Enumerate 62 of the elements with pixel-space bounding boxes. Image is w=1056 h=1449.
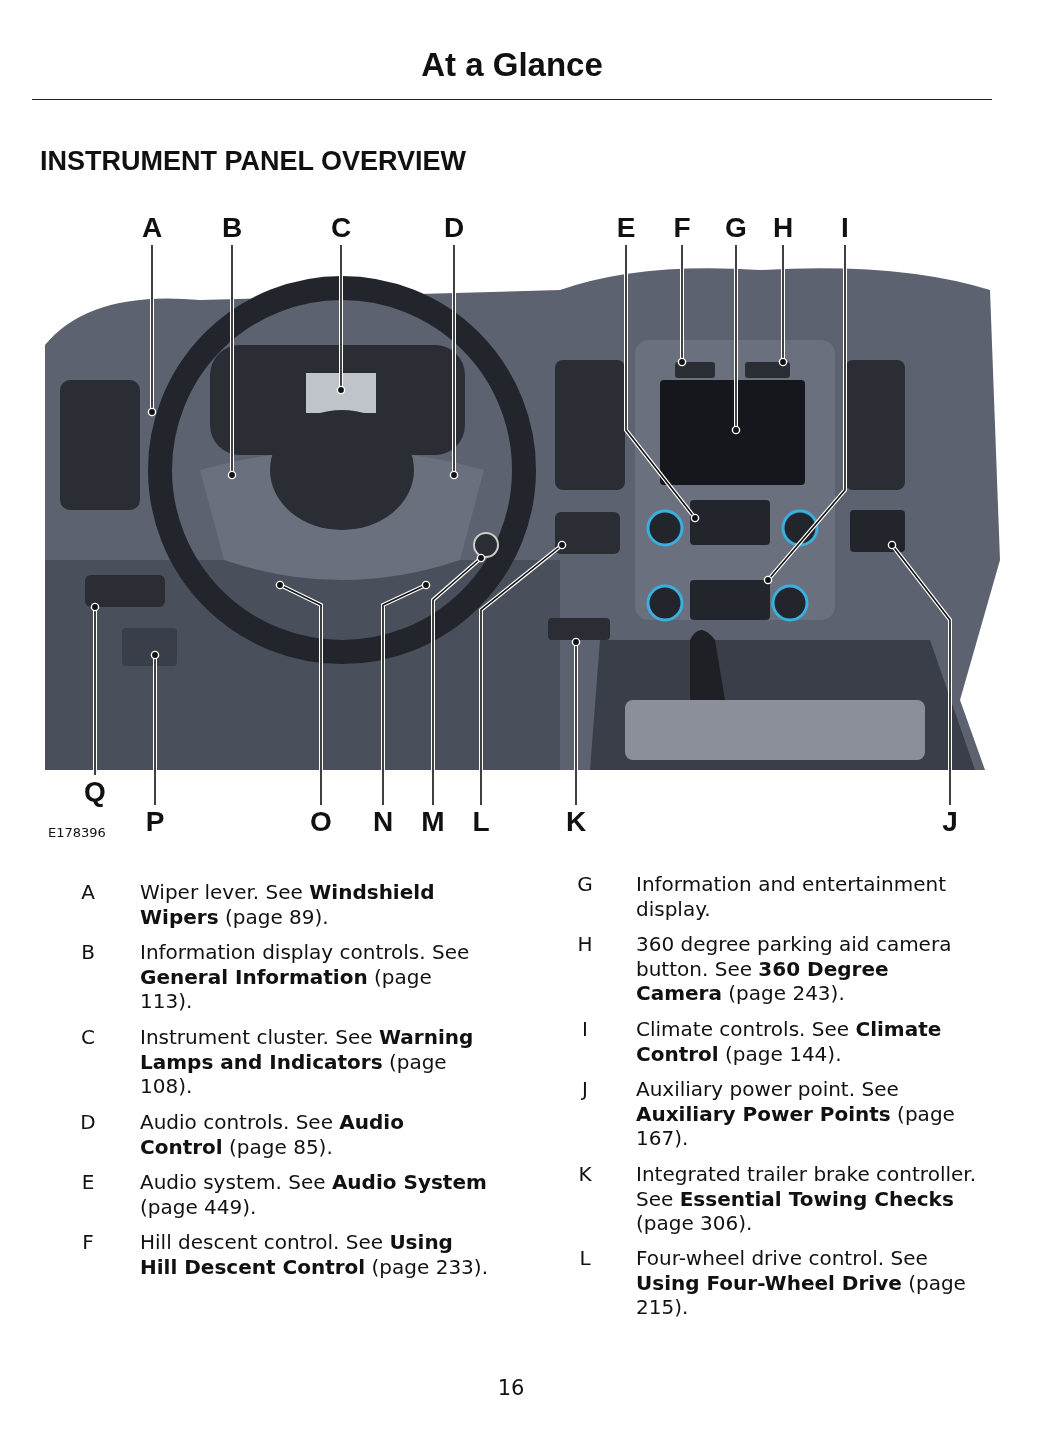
item-letter: C — [80, 1025, 96, 1050]
item-description: Information and entertainment display. — [636, 872, 948, 921]
item-description: Audio system. See Audio System (page 449). — [140, 1170, 488, 1219]
item-description: Audio controls. See Audio Control (page 85). — [140, 1110, 405, 1159]
leader-line — [571, 637, 581, 806]
callout-letter: M — [418, 806, 448, 838]
callout-letter: A — [137, 212, 167, 244]
callout-letter: Q — [80, 776, 110, 808]
item-letter: A — [80, 880, 96, 905]
item-description: 360 degree parking aid camera button. See 360 Degree Camera (page 243). — [636, 932, 953, 1006]
leader-line — [382, 580, 431, 806]
item-letter: L — [578, 1246, 592, 1271]
leader-line — [731, 244, 741, 435]
leader-line — [449, 244, 459, 480]
callout-letter: O — [306, 806, 336, 838]
callout-letter: C — [326, 212, 356, 244]
leader-line — [778, 244, 788, 367]
item-letter: I — [581, 1017, 589, 1042]
leader-line — [480, 540, 567, 806]
item-letter: H — [576, 932, 594, 957]
item-description: Four-wheel drive control. See Using Four-Wheel Drive (page 215). — [636, 1246, 967, 1320]
callout-letter: I — [830, 212, 860, 244]
item-description: Hill descent control. See Using Hill Descent Control (page 233). — [140, 1230, 489, 1279]
callout-letter: K — [561, 806, 591, 838]
callout-letter: L — [466, 806, 496, 838]
item-letter: D — [79, 1110, 97, 1135]
item-description: Instrument cluster. See Warning Lamps and Indicators (page 108). — [140, 1025, 475, 1099]
item-description: Information display controls. See General Information (page 113). — [140, 940, 471, 1014]
item-letter: J — [580, 1077, 589, 1102]
leader-line — [150, 650, 160, 806]
leader-line — [625, 244, 700, 523]
item-description: Climate controls. See Climate Control (page 144). — [636, 1017, 943, 1066]
callout-letter: J — [935, 806, 965, 838]
item-letter: G — [576, 872, 594, 897]
callout-letter: D — [439, 212, 469, 244]
leader-line — [275, 580, 322, 806]
item-letter: K — [577, 1162, 593, 1187]
leader-line — [227, 244, 237, 480]
figure-code: E178396 — [48, 825, 106, 840]
leader-line — [432, 553, 486, 806]
callout-letter: H — [768, 212, 798, 244]
item-letter: B — [80, 940, 96, 965]
callout-letter: P — [140, 806, 170, 838]
section-heading: INSTRUMENT PANEL OVERVIEW — [40, 146, 467, 177]
item-description: Wiper lever. See Windshield Wipers (page 89). — [140, 880, 436, 929]
leader-line — [677, 244, 687, 367]
callout-letter: G — [721, 212, 751, 244]
item-letter: E — [80, 1170, 96, 1195]
callout-letter: B — [217, 212, 247, 244]
callout-letter: E — [611, 212, 641, 244]
page-title: At a Glance — [420, 46, 604, 84]
callout-letter: F — [667, 212, 697, 244]
leader-line — [763, 244, 846, 585]
leader-line — [90, 602, 100, 776]
leader-line — [887, 540, 951, 806]
item-letter: F — [81, 1230, 95, 1255]
page-number: 16 — [496, 1376, 526, 1400]
item-description: Integrated trailer brake controller. See Essential Towing Checks (page 306). — [636, 1162, 978, 1236]
callout-letter: N — [368, 806, 398, 838]
leader-line — [147, 244, 157, 417]
item-description: Auxiliary power point. See Auxiliary Power Points (page 167). — [636, 1077, 956, 1151]
leader-line — [336, 244, 346, 395]
